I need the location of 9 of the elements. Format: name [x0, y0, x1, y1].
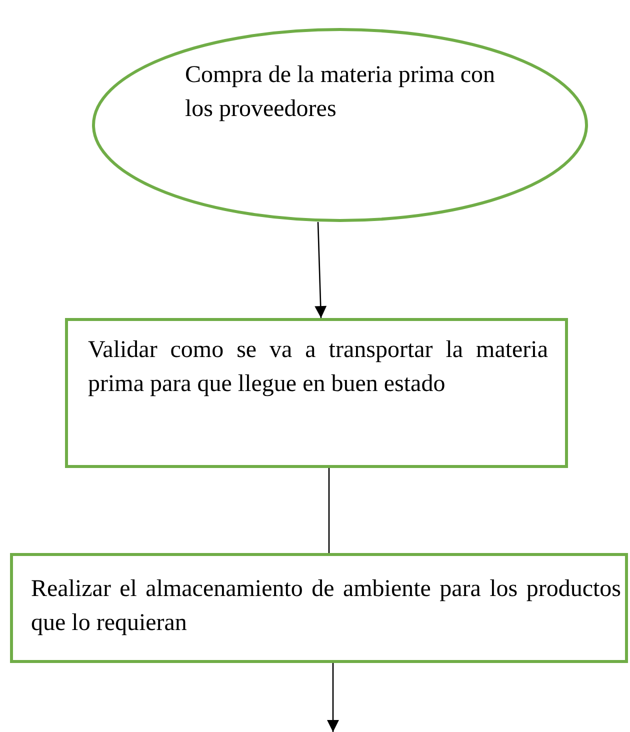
process-box: [10, 553, 628, 663]
node-text: Compra de la materia prima con los proveedores: [185, 61, 495, 124]
arrow: [327, 663, 339, 732]
connector-line: [328, 468, 330, 553]
process-ellipse: [92, 28, 588, 222]
node-text: Realizar el almacenamiento de ambiente para los productos que lo requieran: [31, 575, 621, 638]
process-box: [65, 318, 568, 468]
node-text: Validar como se va a transportar la materia prima para que llegue en buen estado: [88, 336, 548, 399]
arrow: [314, 222, 327, 318]
